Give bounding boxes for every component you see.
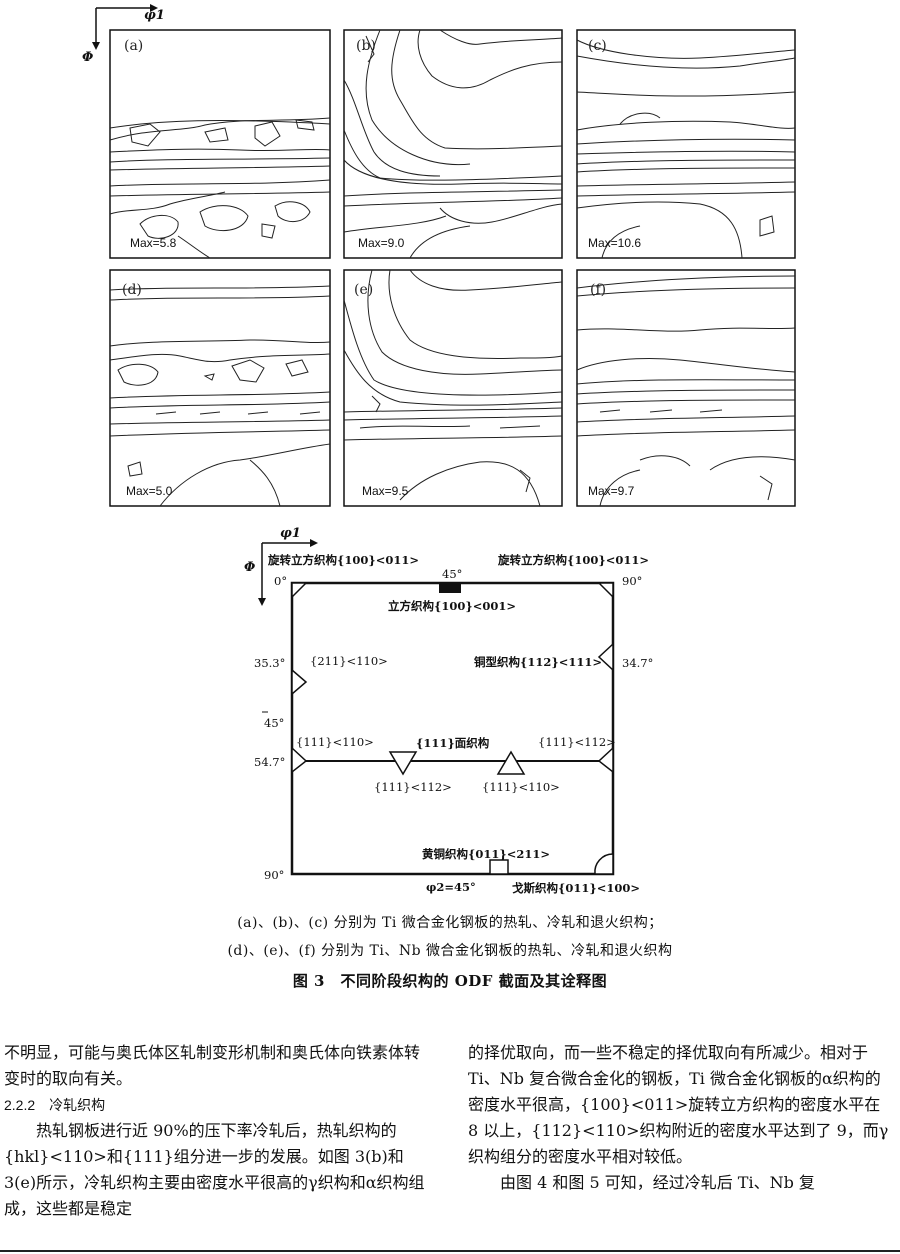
goss-label: 戈斯织构{011}<100>	[512, 881, 641, 895]
phi2-label: φ2=45°	[426, 880, 476, 894]
t111-112-right-label: {111}<112>	[538, 735, 616, 749]
angle-54: 54.7°	[254, 755, 286, 769]
odf-panel-f	[576, 269, 796, 507]
t111-110-bottom-label: {111}<110>	[482, 780, 560, 794]
caption-line-1: (a)、(b)、(c) 分别为 Ti 微合金化钢板的热轧、冷轧和退火织构；	[237, 915, 663, 931]
panel-max-a: Max=5.8	[130, 236, 177, 250]
panel-label-a: (a)	[124, 38, 144, 54]
panel-max-e: Max=9.5	[362, 484, 409, 498]
odf-panel-e	[343, 269, 563, 507]
panel-label-b: (b)	[356, 38, 376, 54]
axis-phi1-label: φ1	[144, 8, 165, 23]
panel-label-d: (d)	[122, 282, 142, 298]
panel-max-c: Max=10.6	[588, 236, 642, 250]
rotated-cube-left-label: 旋转立方织构{100}<011>	[268, 553, 420, 567]
angle-34: 34.7°	[622, 656, 654, 670]
brass-label: 黄铜织构{011}<211>	[422, 847, 551, 861]
angle-90-left: 90°	[264, 868, 285, 882]
odf-key-diagram	[258, 539, 615, 876]
t111-face-label: {111}面织构	[416, 736, 490, 750]
odf-panel-c	[576, 29, 796, 259]
angle-45-left: 45°	[264, 716, 285, 730]
panel-label-e: (e)	[354, 282, 374, 298]
body-right-paragraph-2: 由图 4 和图 5 可知，经过冷轧后 Ti、Nb 复	[500, 1173, 815, 1192]
cube-label: 立方织构{100}<001>	[388, 599, 517, 613]
panel-max-d: Max=5.0	[126, 484, 173, 498]
copper-label: 铜型织构{112}<111>	[474, 655, 603, 669]
t111-110-left-label: {111}<110>	[296, 735, 374, 749]
panel-label-f: (f)	[590, 282, 607, 298]
angle-0: 0°	[274, 574, 288, 588]
angle-35: 35.3°	[254, 656, 286, 670]
panel-max-b: Max=9.0	[358, 236, 405, 250]
panel-label-c: (c)	[588, 38, 607, 54]
axis-Phi-label: Φ	[82, 50, 94, 65]
body-left-paragraph-2: 热轧钢板进行近 90%的压下率冷轧后，热轧织构的{hkl}<110>和{111}…	[4, 1121, 425, 1218]
angle-45-top: 45°	[442, 567, 463, 581]
t111-112-bottom-label: {111}<112>	[374, 780, 452, 794]
odf-panel-a	[109, 29, 331, 259]
body-right-column: 的择优取向，而一些不稳定的择优取向有所减少。相对于 Ti、Nb 复合微合金化的钢…	[468, 1040, 894, 1196]
t211-label: {211}<110>	[310, 654, 388, 668]
body-left-paragraph-1: 不明显，可能与奥氏体区轧制变形机制和奥氏体向铁素体转变时的取向有关。	[4, 1043, 421, 1088]
cube-marker	[439, 583, 461, 593]
key-frame	[290, 581, 615, 876]
body-right-paragraph-1: 的择优取向，而一些不稳定的择优取向有所减少。相对于 Ti、Nb 复合微合金化的钢…	[468, 1043, 889, 1166]
panel-max-f: Max=9.7	[588, 484, 635, 498]
section-heading: 2.2.2 冷轧织构	[4, 1097, 106, 1113]
key-axis-phi1: φ1	[280, 526, 301, 541]
angle-90-top: 90°	[622, 574, 643, 588]
caption-line-2: (d)、(e)、(f) 分别为 Ti、Nb 微合金化钢板的热轧、冷轧和退火织构	[227, 943, 673, 959]
page-bottom-rule	[0, 1250, 900, 1252]
key-axis-Phi: Φ	[244, 560, 256, 575]
odf-panel-b	[343, 29, 563, 259]
rotated-cube-right-label: 旋转立方织构{100}<011>	[498, 553, 650, 567]
odf-figure	[92, 4, 796, 507]
odf-panel-d	[109, 269, 331, 507]
axis-indicator	[92, 4, 158, 50]
figure-title: 图 3 不同阶段织构的 ODF 截面及其诠释图	[292, 972, 608, 990]
body-left-column: 不明显，可能与奥氏体区轧制变形机制和奥氏体向铁素体转变时的取向有关。 2.2.2…	[4, 1040, 432, 1222]
